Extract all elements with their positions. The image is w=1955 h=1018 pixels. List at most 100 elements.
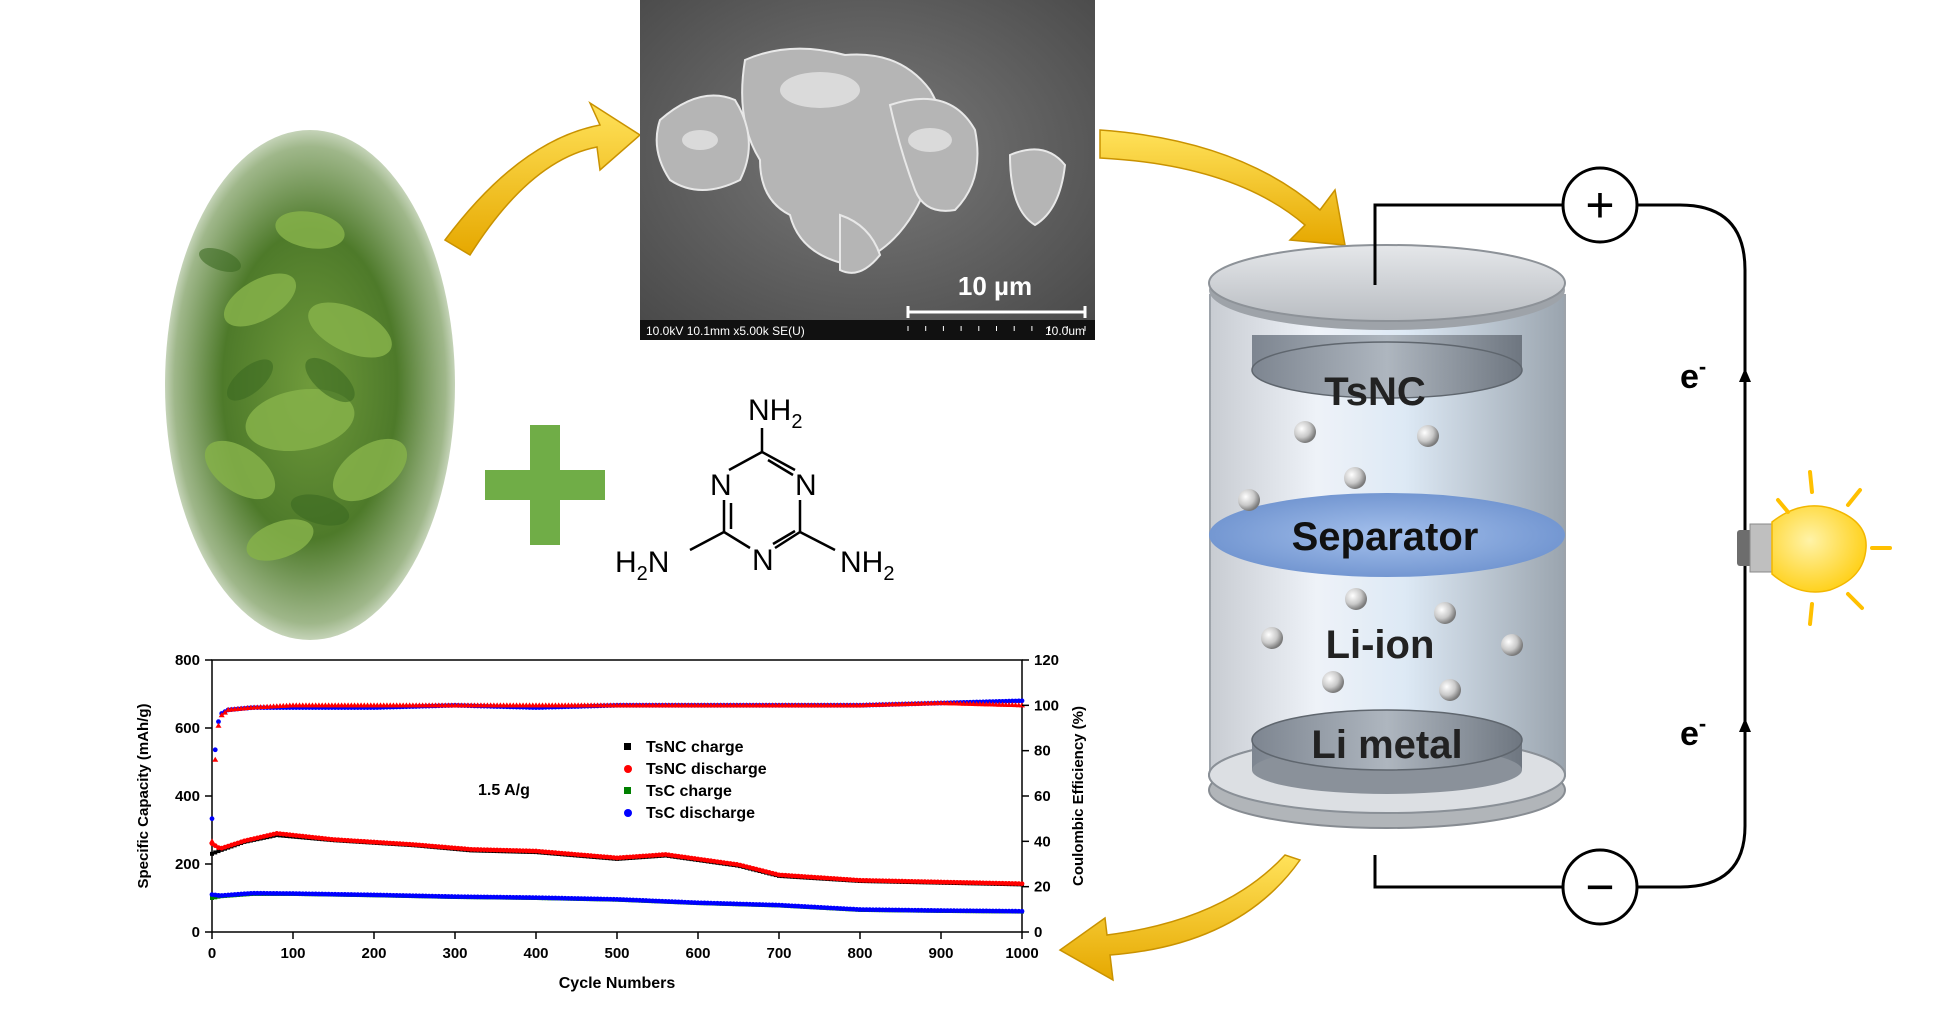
- data-point: [216, 849, 221, 854]
- data-point: [212, 756, 219, 762]
- anode-label: Li metal: [1311, 723, 1462, 767]
- current-arrow-top: [1739, 368, 1751, 382]
- x-tick-label: 900: [928, 945, 953, 962]
- data-point: [216, 719, 221, 725]
- legend-marker: [624, 787, 631, 794]
- li-ions: [1238, 421, 1523, 701]
- legend-marker: [624, 765, 632, 773]
- sem-info-text: 10.0kV 10.1mm x5.00k SE(U): [646, 324, 805, 338]
- y-tick-label: 800: [175, 652, 200, 669]
- chart-marks: [209, 698, 1025, 914]
- series-tsc-efficiency: [209, 698, 1025, 822]
- series-tsnc-efficiency: [209, 700, 1025, 844]
- data-point: [213, 850, 218, 855]
- arrow-battery-to-chart: [1058, 854, 1302, 982]
- data-point: [1019, 698, 1025, 704]
- cathode-label: TsNC: [1324, 370, 1425, 414]
- tobacco-plant-photo: [165, 130, 455, 640]
- data-point: [210, 896, 214, 900]
- data-point: [221, 709, 228, 715]
- sem-scale-bar: [906, 306, 1087, 318]
- melamine-ring-n-right: N: [795, 469, 817, 502]
- bulb-rays: [1776, 470, 1892, 626]
- melamine-left-group: H2N: [615, 546, 669, 585]
- x-tick-label: 500: [604, 945, 629, 962]
- sem-info-scale: 10.0um: [1045, 324, 1085, 338]
- plus-sign: [485, 425, 605, 545]
- x-tick-label: 800: [847, 945, 872, 962]
- melamine-ring-n-bottom: N: [752, 544, 774, 577]
- y2-tick-label: 120: [1034, 652, 1059, 669]
- positive-terminal: [1561, 166, 1639, 244]
- electron-label-bottom: e-: [1680, 711, 1706, 753]
- anode-disk: [1251, 709, 1523, 794]
- x-tick-label: 300: [442, 945, 467, 962]
- data-point: [1019, 881, 1025, 887]
- y-tick-label: 600: [175, 720, 200, 737]
- light-bulb-icon: [1737, 470, 1892, 626]
- legend-marker: [624, 743, 631, 750]
- x-tick-label: 200: [361, 945, 386, 962]
- data-point: [212, 747, 218, 753]
- negative-symbol: −: [1585, 859, 1614, 915]
- x-axis-label: Cycle Numbers: [559, 975, 676, 992]
- y-tick-label: 400: [175, 788, 200, 805]
- sem-info-bar: [640, 320, 1095, 340]
- series-tsc-discharge: [209, 890, 1025, 914]
- x-tick-label: 100: [280, 945, 305, 962]
- legend-label: TsNC charge: [646, 739, 744, 756]
- series-tsnc-discharge: [209, 831, 1025, 887]
- arrow-sem-to-battery: [1099, 129, 1346, 246]
- y2-tick-label: 0: [1034, 924, 1042, 941]
- electron-label-top: e-: [1680, 354, 1706, 396]
- cathode-disk: [1251, 335, 1523, 399]
- external-circuit: + − e- e-: [1373, 166, 1751, 926]
- y-tick-label: 0: [192, 924, 200, 941]
- plot-frame: [211, 659, 1023, 933]
- y-axis-label: Specific Capacity (mAh/g): [135, 703, 152, 888]
- x-tick-label: 700: [766, 945, 791, 962]
- melamine-top-group: NH2: [748, 394, 802, 433]
- separator-label: Separator: [1292, 515, 1479, 559]
- sem-particles: [655, 47, 1067, 274]
- x-tick-label: 0: [208, 945, 216, 962]
- x-tick-label: 1000: [1005, 945, 1038, 962]
- melamine-right-group: NH2: [840, 546, 894, 585]
- y2-tick-label: 20: [1034, 879, 1051, 896]
- y2-axis-label: Coulombic Efficiency (%): [1070, 706, 1087, 886]
- arrow-plant-to-sem: [443, 101, 642, 257]
- melamine-ring-n-left: N: [710, 469, 732, 502]
- chart-annotation: 1.5 A/g: [478, 782, 530, 799]
- data-point: [218, 712, 225, 718]
- electrolyte-label: Li-ion: [1326, 623, 1435, 667]
- separator-membrane: [1209, 493, 1565, 577]
- x-tick-label: 600: [685, 945, 710, 962]
- data-point: [1019, 908, 1025, 914]
- y2-tick-label: 60: [1034, 788, 1051, 805]
- melamine-structure: NH2 N N N H2N NH2: [615, 394, 894, 585]
- sem-image: 10.0kV 10.1mm x5.00k SE(U) 10.0um 10 µm: [640, 0, 1095, 340]
- y2-tick-label: 100: [1034, 697, 1059, 714]
- positive-symbol: +: [1585, 177, 1614, 233]
- sem-scale-label: 10 µm: [958, 271, 1032, 301]
- x-tick-label: 400: [523, 945, 548, 962]
- cell-cap: [1208, 244, 1566, 322]
- y2-tick-label: 80: [1034, 743, 1051, 760]
- current-arrow-bottom: [1739, 718, 1751, 732]
- negative-terminal: [1561, 848, 1639, 926]
- data-point: [209, 816, 215, 822]
- legend-marker: [624, 809, 632, 817]
- legend-label: TsC charge: [646, 783, 732, 800]
- data-point: [215, 722, 222, 728]
- data-point: [209, 838, 215, 844]
- y2-tick-label: 40: [1034, 833, 1051, 850]
- legend-label: TsNC discharge: [646, 761, 767, 778]
- data-point: [210, 851, 214, 856]
- y-tick-label: 200: [175, 856, 200, 873]
- battery-cell: TsNC Separator Li-ion Li metal: [1208, 244, 1566, 829]
- legend-label: TsC discharge: [646, 805, 755, 822]
